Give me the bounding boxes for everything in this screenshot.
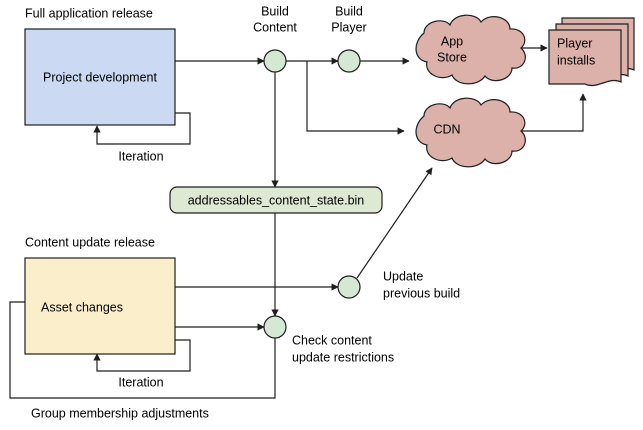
- build-content-node[interactable]: [263, 49, 287, 73]
- content-update-release-label: Content update release: [25, 235, 155, 249]
- check-content-restrictions-label-line2: update restrictions: [292, 350, 394, 364]
- build-content-label-line2: Content: [253, 20, 297, 34]
- edge-cdn-to-player-installs: [496, 93, 587, 132]
- edge-build-content-to-cdn: [306, 61, 405, 135]
- edge-update-previous-build-to-cdn: [356, 167, 433, 279]
- build-player-node[interactable]: [337, 49, 361, 73]
- app-store-cloud[interactable]: [415, 14, 526, 85]
- check-content-restrictions-label-line1: Check content: [292, 333, 372, 347]
- content-state-file-box[interactable]: [169, 186, 383, 214]
- asset-changes-box[interactable]: [24, 257, 176, 355]
- app-store-label-line2: Store: [437, 50, 467, 64]
- edge-iteration-bottom-loop: [93, 339, 191, 372]
- player-installs-label-line2: installs: [557, 53, 595, 67]
- edge-iteration-top-loop: [93, 112, 191, 145]
- asset-changes-label: Asset changes: [41, 300, 123, 314]
- player-installs-label-line1: Player: [557, 36, 592, 50]
- check-content-update-restrictions-node[interactable]: [263, 315, 287, 339]
- iteration-top-label: Iteration: [118, 149, 163, 163]
- group-membership-adjustments-label: Group membership adjustments: [31, 406, 209, 420]
- update-previous-build-label-line2: previous build: [383, 286, 460, 300]
- content-state-file-label: addressables_content_state.bin: [188, 193, 365, 207]
- build-player-label-line2: Player: [331, 20, 366, 34]
- full-application-release-label: Full application release: [25, 6, 153, 20]
- update-previous-build-label-line1: Update: [383, 269, 423, 283]
- app-store-label-line1: App: [441, 34, 463, 48]
- player-installs-document-stack[interactable]: [548, 17, 635, 86]
- build-player-label-line1: Build: [335, 4, 363, 18]
- project-development-label: Project development: [43, 70, 157, 84]
- build-content-label-line1: Build: [261, 4, 289, 18]
- update-previous-build-node[interactable]: [337, 275, 361, 299]
- project-development-box[interactable]: [24, 28, 176, 126]
- cdn-label: CDN: [433, 122, 460, 136]
- iteration-bottom-label: Iteration: [118, 375, 163, 389]
- cdn-cloud[interactable]: [415, 97, 526, 168]
